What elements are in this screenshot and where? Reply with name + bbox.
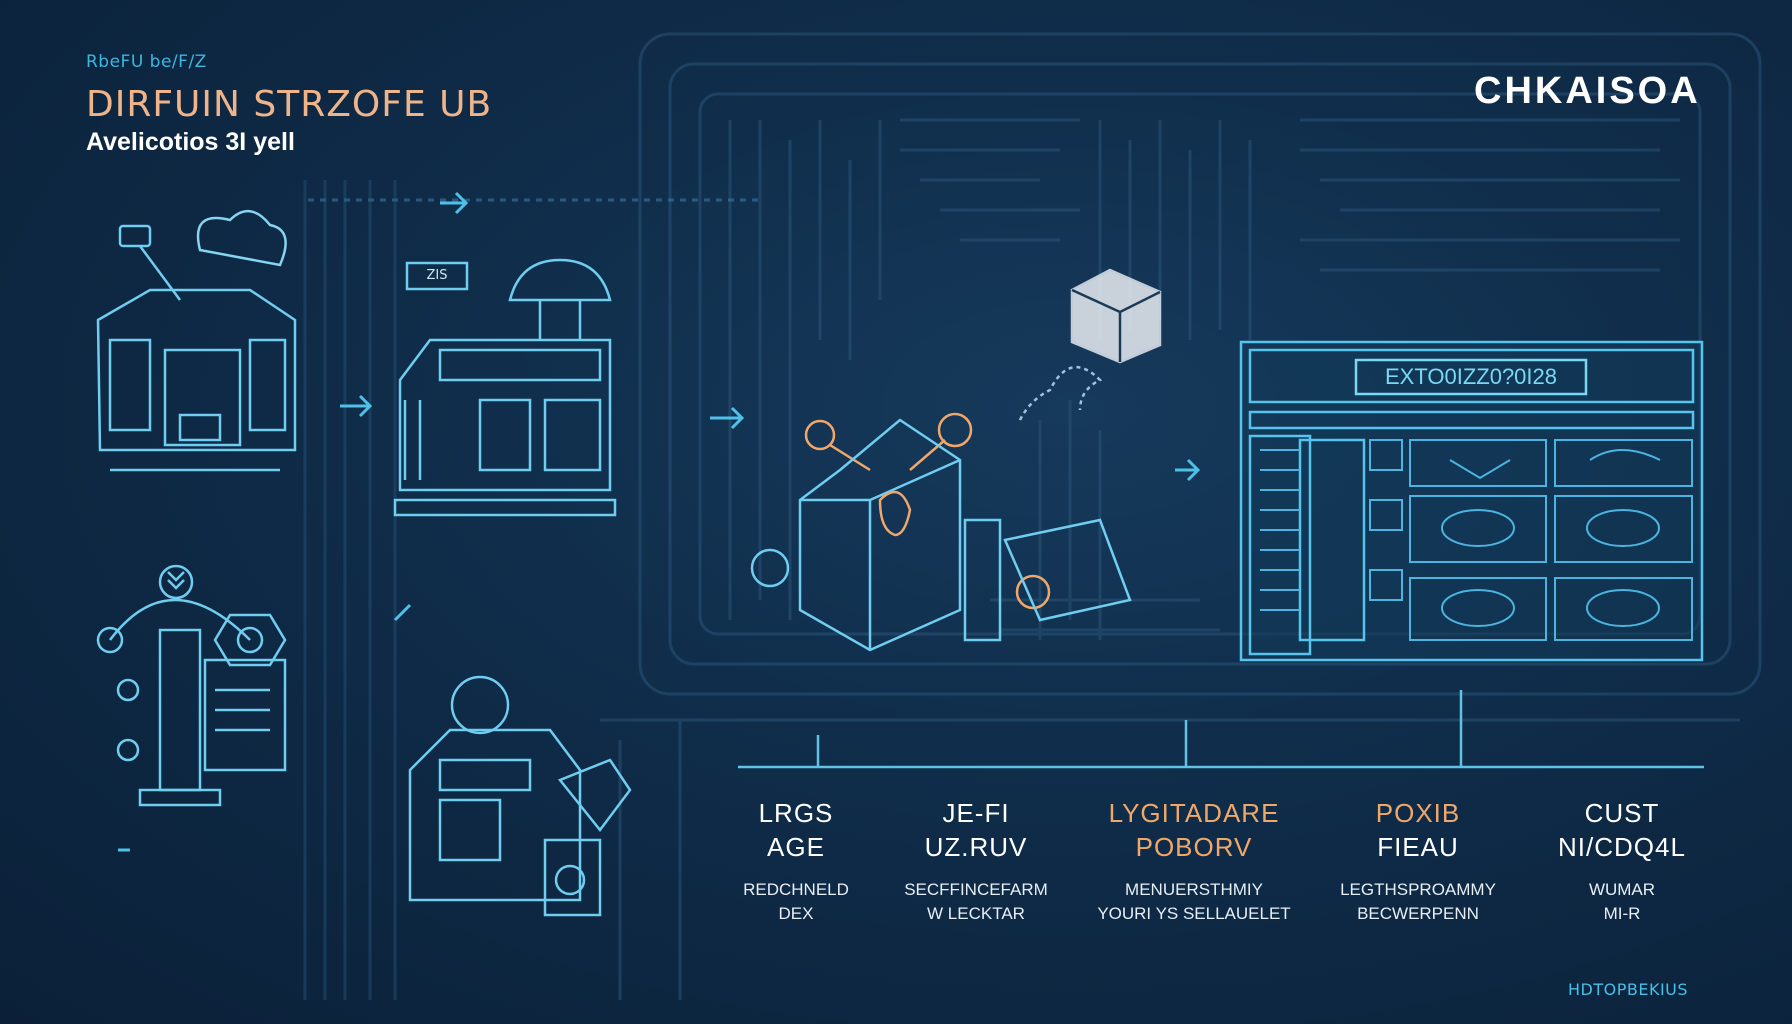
machine-illustration-4 bbox=[408, 675, 632, 917]
step-2-title-1: JE-FI bbox=[942, 798, 1010, 828]
page-title: DIRFUIN STRZOFE UB bbox=[86, 84, 493, 125]
label-badge bbox=[405, 261, 469, 291]
step-5-desc-1: WUMAR bbox=[1588, 880, 1656, 899]
step-2-desc-1: SECFFINCEFARM bbox=[904, 880, 1048, 899]
central-robot-illustration bbox=[750, 268, 1162, 652]
step-5-title-1: CUST bbox=[1584, 798, 1660, 828]
page-subtitle: Avelicotios 3I yell bbox=[86, 128, 295, 156]
step-3-title-2: POBORV bbox=[1135, 832, 1253, 862]
flow-arrows bbox=[118, 191, 1201, 852]
machine-illustration-1 bbox=[96, 210, 297, 472]
timeline bbox=[738, 690, 1704, 769]
step-2: JE-FI UZ.RUV SECFFINCEFARM W LECKTAR bbox=[866, 796, 1086, 926]
step-2-title-2: UZ.RUV bbox=[924, 832, 1028, 862]
machine-illustration-3 bbox=[96, 564, 287, 807]
step-1-title-2: AGE bbox=[767, 832, 825, 862]
step-4-title-2: FIEAU bbox=[1377, 832, 1459, 862]
step-5-title-2: NI/CDQ4L bbox=[1558, 832, 1686, 862]
step-5-desc-2: MI-R bbox=[1603, 904, 1641, 923]
machine-illustration-2 bbox=[393, 258, 617, 517]
step-1-desc-1: REDCHNELD bbox=[743, 880, 849, 899]
step-2-desc-2: W LECKTAR bbox=[927, 904, 1025, 923]
step-3-desc-1: MENUERSTHMIY bbox=[1125, 880, 1263, 899]
step-4: POXIB FIEAU LEGTHSPROAMMY BECWERPENN bbox=[1306, 796, 1530, 926]
step-3-title-1: LYGITADARE bbox=[1108, 798, 1280, 828]
step-1: LRGS AGE REDCHNELD DEX bbox=[686, 796, 906, 926]
footer-text: HDTOPBEKIUS bbox=[1568, 980, 1689, 999]
step-3: LYGITADARE POBORV MENUERSTHMIY YOURI YS … bbox=[1082, 796, 1306, 926]
step-4-title-1: POXIB bbox=[1375, 798, 1461, 828]
step-1-desc-2: DEX bbox=[778, 904, 814, 923]
label-badge-text: ZIS bbox=[426, 268, 448, 283]
step-5: CUST NI/CDQ4L WUMAR MI-R bbox=[1512, 796, 1732, 926]
step-1-title-1: LRGS bbox=[758, 798, 834, 828]
dashboard-screen bbox=[1239, 340, 1704, 662]
step-3-desc-2: YOURI YS SELLAUELET bbox=[1097, 904, 1291, 923]
step-4-desc-2: BECWERPENN bbox=[1357, 904, 1479, 923]
screen-title: EXTO0IZZ0?0I28 bbox=[1384, 364, 1557, 389]
brand-logo: CHKAISOA bbox=[1474, 70, 1701, 112]
header-kicker: RbeFU be/F/Z bbox=[86, 52, 207, 72]
vertical-rails bbox=[303, 180, 760, 1000]
step-4-desc-1: LEGTHSPROAMMY bbox=[1340, 880, 1496, 899]
